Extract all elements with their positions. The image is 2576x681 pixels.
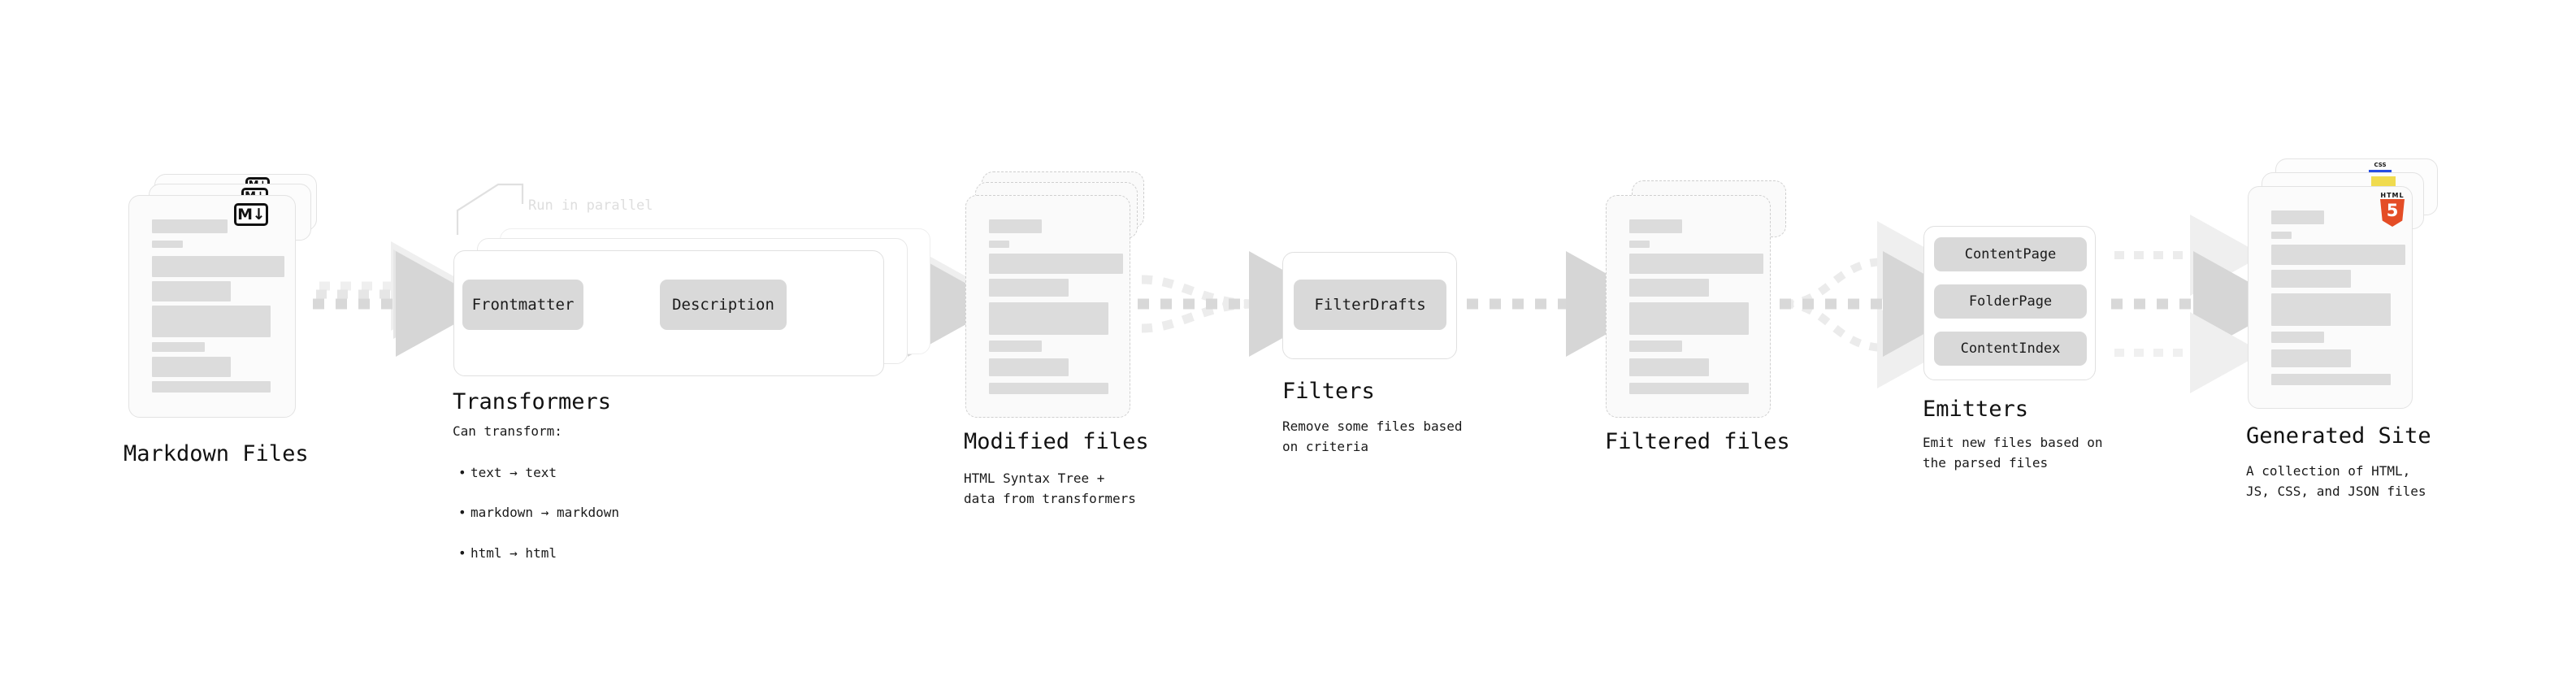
html5-label: HTML [2380,192,2405,199]
skeleton-line [152,281,231,301]
list-item: text → text [457,463,619,484]
skeleton-line [989,254,1123,274]
skeleton-line [989,302,1108,335]
stage-desc-filters: Remove some files based on criteria [1282,419,1463,454]
site-card-front [2248,186,2413,409]
run-in-parallel-label: Run in parallel [528,197,653,214]
arrow-modified-to-filters [1138,251,1344,357]
css-label: CSS [2374,162,2387,168]
skeleton-line [2271,210,2324,224]
skeleton-line [2271,349,2351,367]
stage-title-emitters: Emitters [1923,397,2029,422]
skeleton-line [152,342,205,352]
stage-desc-transformers: Can transform: [453,423,562,439]
markdown-badge-front: M↓ [234,203,268,226]
skeleton-line [1629,254,1763,274]
skeleton-line [989,219,1042,233]
stage-desc-generated-site: A collection of HTML, JS, CSS, and JSON … [2246,463,2426,499]
skeleton-line [2271,332,2324,343]
filtered-card-front [1606,195,1771,418]
skeleton-line [1629,340,1682,352]
modified-card-front [965,195,1130,418]
stage-title-modified-files: Modified files [964,429,1149,454]
skeleton-line [989,241,1009,248]
stage-desc-emitters: Emit new files based on the parsed files [1923,435,2103,471]
javascript-icon [2371,176,2396,188]
skeleton-line [1629,302,1749,335]
skeleton-line [152,256,284,277]
skeleton-line [1629,241,1650,248]
skeleton-line [989,383,1108,394]
stage-title-filtered-files: Filtered files [1605,429,1790,454]
parallel-bracket [456,183,524,235]
stage-desc-modified-files: HTML Syntax Tree + data from transformer… [964,471,1136,506]
skeleton-line [2271,232,2292,239]
pill-filterdrafts[interactable]: FilterDrafts [1294,280,1446,330]
skeleton-line [2271,374,2391,385]
pill-frontmatter[interactable]: Frontmatter [462,280,583,330]
skeleton-line [2271,270,2351,288]
skeleton-line [152,357,231,377]
pill-description[interactable]: Description [660,280,787,330]
html5-shield: 5 [2380,199,2405,227]
skeleton-line [989,279,1069,297]
skeleton-line [152,306,271,337]
stage-title-transformers: Transformers [453,389,612,414]
list-item: html → html [457,544,619,564]
markdown-card-front [128,195,296,418]
pill-folderpage[interactable]: FolderPage [1934,284,2087,319]
skeleton-line [989,340,1042,352]
arrow-filtered-to-emitters [1780,221,1978,388]
css3-icon: CSS [2369,163,2392,173]
pill-contentpage[interactable]: ContentPage [1934,237,2087,271]
skeleton-line [1629,279,1709,297]
skeleton-line [1629,383,1749,394]
skeleton-line [989,358,1069,376]
html5-icon: HTML 5 [2380,193,2405,227]
skeleton-line [152,241,183,248]
skeleton-line [152,219,228,233]
skeleton-line [1629,219,1682,233]
transformers-bullet-list: text → text markdown → markdown html → h… [457,443,619,584]
stage-title-filters: Filters [1282,379,1375,404]
skeleton-line [2271,245,2405,265]
arrow-markdown-to-transformers [313,241,491,357]
arrow-emitters-to-site [2111,215,2288,393]
skeleton-line [1629,358,1709,376]
pill-contentindex[interactable]: ContentIndex [1934,332,2087,366]
skeleton-line [152,381,271,393]
stage-title-generated-site: Generated Site [2246,423,2431,449]
skeleton-line [2271,293,2391,326]
css-bar [2369,170,2392,173]
stage-title-markdown-files: Markdown Files [124,441,309,466]
list-item: markdown → markdown [457,503,619,523]
